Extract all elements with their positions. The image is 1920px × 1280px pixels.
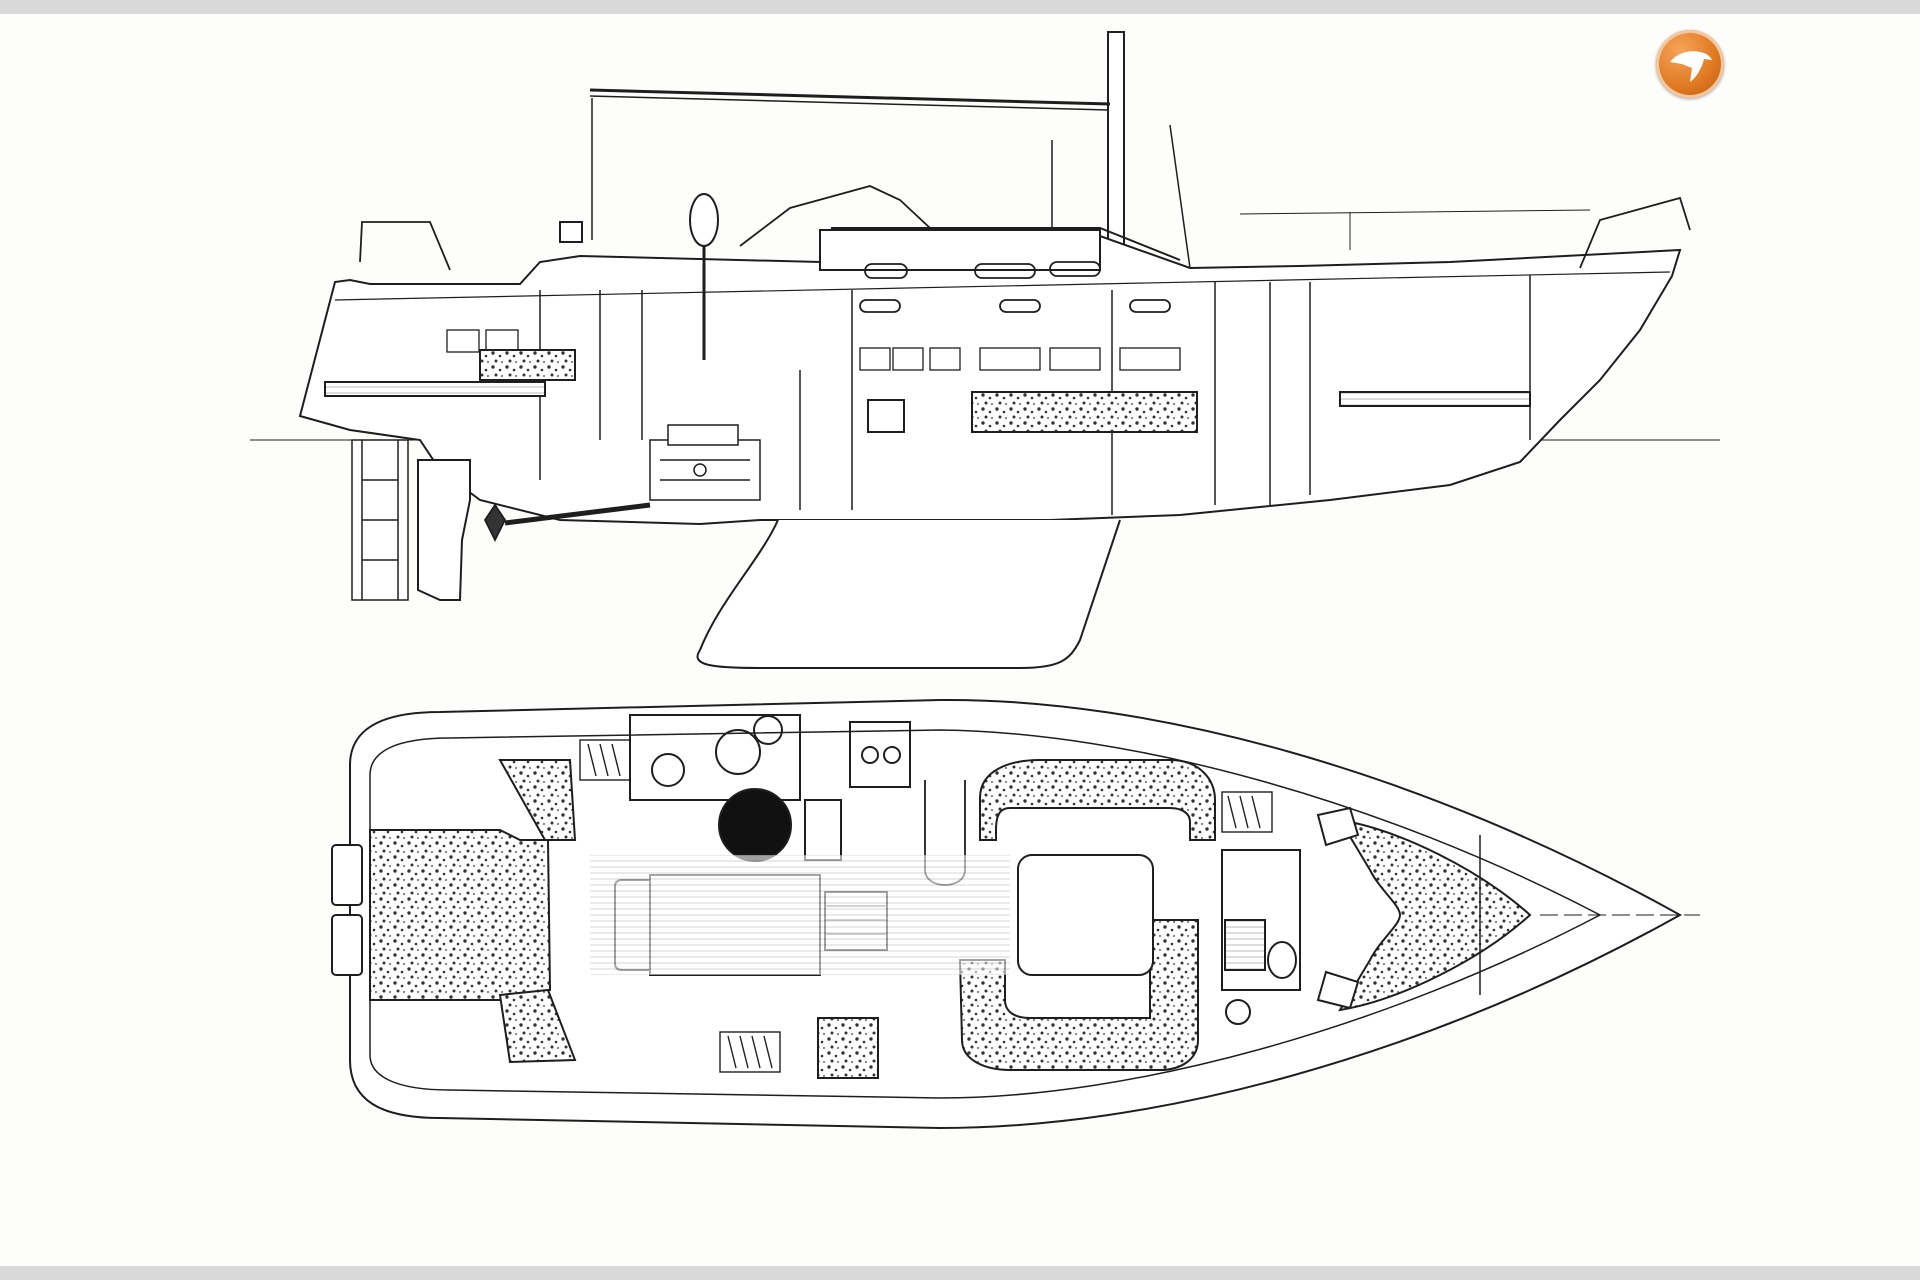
galley-lockers [446,329,1181,371]
round-hatch [718,788,792,862]
dinette-settee-upper [979,759,1216,841]
stern-ladder [351,439,409,601]
galley-sink [861,746,879,764]
winch [559,221,583,243]
forward-sole [1339,391,1531,407]
aft-seat-port [498,759,577,841]
hanging-locker-aft-port [579,739,631,781]
forward-basin [1225,999,1251,1025]
aft-sole [324,381,546,397]
settee-cushion [971,391,1198,433]
propeller-shaft [483,502,651,543]
pulpit-rail [1579,196,1691,269]
cabin-sole [590,855,1010,975]
forestay [1169,124,1191,269]
rudder [417,459,471,601]
dinette-settee-lower [958,919,1199,1071]
deck-plan-view [331,698,1700,1130]
steering-wheel [689,193,719,247]
side-profile-view [250,31,1720,669]
boom [589,88,1111,106]
forward-toilet [1267,941,1297,979]
shower-grate [1224,919,1266,971]
galley-counter [849,721,911,788]
aft-berth-cushion [479,349,576,381]
vberth [1338,818,1532,1012]
toilet [715,729,761,775]
dinette-table [1017,854,1154,976]
head-basin [651,753,685,787]
mast [1107,31,1125,255]
interior-bulkheads [539,275,1531,515]
dodger [739,185,931,247]
hanging-locker-aft-stbd [719,1031,781,1073]
port-settee [817,1017,879,1079]
logo-glyph [1670,51,1712,82]
aft-double-berth [369,829,552,1001]
bottom-border-band [0,1266,1920,1280]
galley-stove [867,399,905,433]
portlights [859,261,1171,313]
top-border-band [0,0,1920,14]
forward-head [1221,849,1301,991]
aft-pillow-1 [331,844,363,906]
hanging-locker-fwd [1221,791,1273,833]
aft-seat-stbd [498,988,577,1064]
round-locker [753,715,783,745]
ship-bird-icon[interactable] [1656,30,1724,98]
keel [696,519,1121,669]
hull-outline [298,235,1682,526]
vberth-pillow-port [1316,806,1360,847]
pushpit-rail [359,221,451,271]
lifeline [1239,209,1591,215]
vberth-pillow-stbd [1316,970,1360,1010]
aft-pillow-2 [331,914,363,976]
engine [649,424,761,501]
